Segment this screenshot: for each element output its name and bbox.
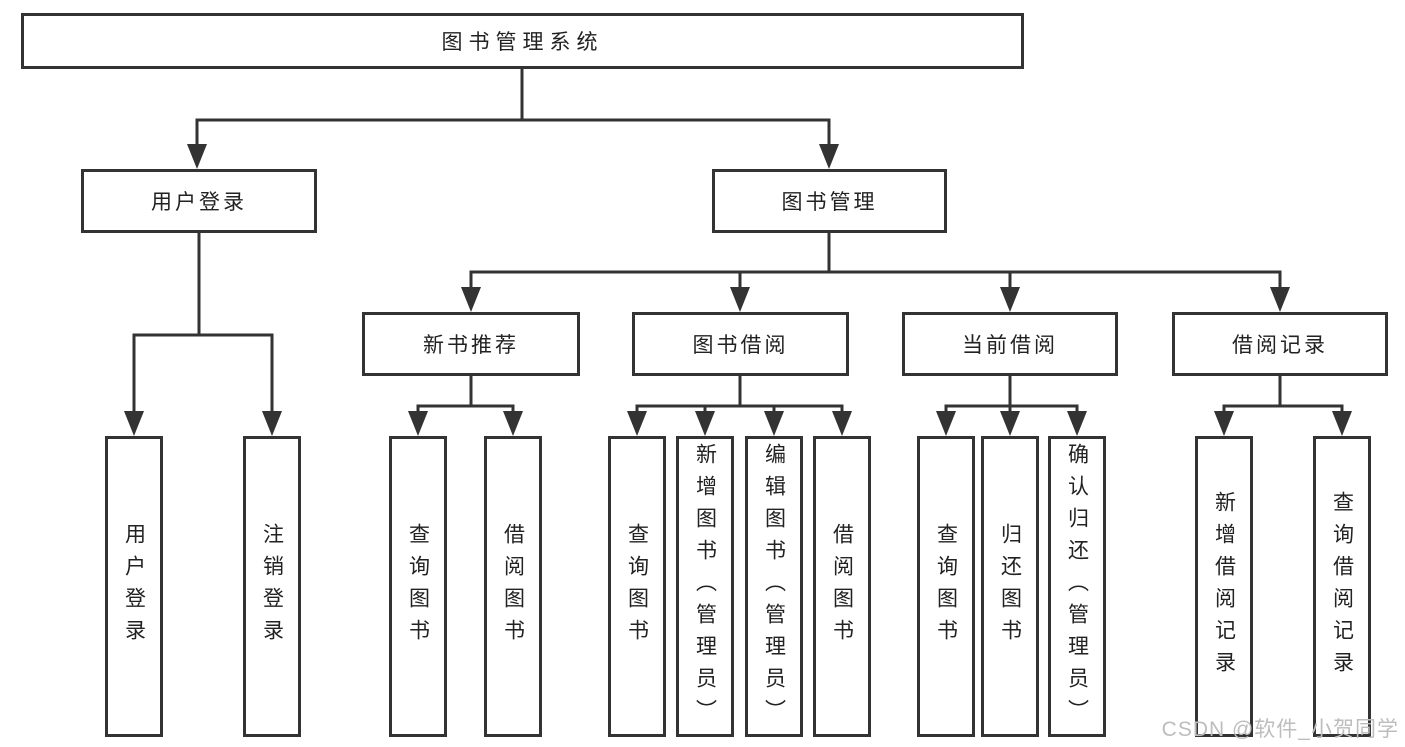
node-leaf-query-borrow-record: 查询借阅记录 bbox=[1313, 436, 1371, 737]
csdn-watermark: CSDN @软件_小贺同学 bbox=[1161, 718, 1399, 741]
node-leaf-borrow-books-recommend: 借阅图书 bbox=[484, 436, 542, 737]
node-new-book-recommendation: 新书推荐 bbox=[362, 312, 580, 376]
node-leaf-add-books-admin: 新增图书（管理员） bbox=[676, 436, 734, 737]
node-leaf-logout: 注销登录 bbox=[243, 436, 301, 737]
node-user-login: 用户登录 bbox=[81, 169, 317, 233]
node-leaf-query-books-recommend: 查询图书 bbox=[389, 436, 447, 737]
node-current-borrowing: 当前借阅 bbox=[902, 312, 1118, 376]
node-leaf-confirm-return-admin: 确认归还（管理员） bbox=[1048, 436, 1106, 737]
node-book-borrowing: 图书借阅 bbox=[632, 312, 849, 376]
node-leaf-query-books-borrow: 查询图书 bbox=[608, 436, 666, 737]
arrowheads bbox=[124, 144, 1352, 436]
node-leaf-add-borrow-record: 新增借阅记录 bbox=[1195, 436, 1253, 737]
node-book-management: 图书管理 bbox=[712, 169, 947, 233]
node-leaf-query-books-current: 查询图书 bbox=[917, 436, 975, 737]
node-borrowing-records: 借阅记录 bbox=[1172, 312, 1388, 376]
node-leaf-user-login: 用户登录 bbox=[105, 436, 163, 737]
node-library-management-system: 图书管理系统 bbox=[21, 13, 1024, 69]
node-leaf-borrow-books: 借阅图书 bbox=[813, 436, 871, 737]
node-leaf-return-books: 归还图书 bbox=[981, 436, 1039, 737]
node-leaf-edit-books-admin: 编辑图书（管理员） bbox=[745, 436, 803, 737]
